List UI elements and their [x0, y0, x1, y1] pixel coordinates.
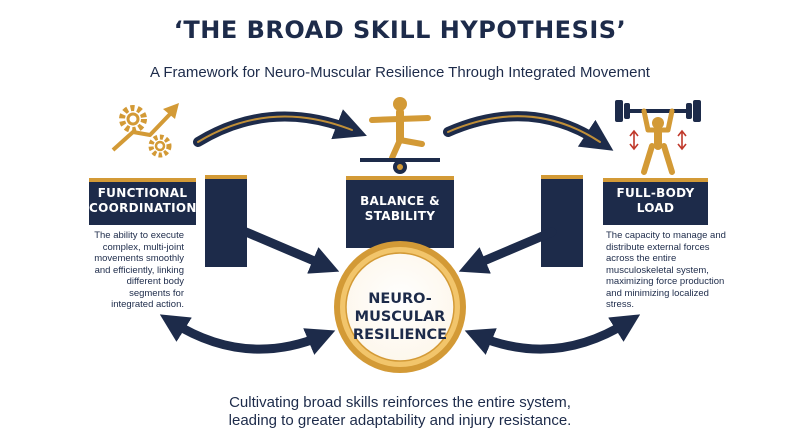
arrow-feedback-right	[464, 314, 641, 355]
footer-line1: Cultivating broad skills reinforces the …	[229, 394, 571, 411]
arrow-feedback-left	[159, 314, 336, 355]
inward-arrows	[241, 227, 557, 274]
footer-text: Cultivating broad skills reinforces the …	[0, 394, 800, 430]
center-label-line2: MUSCULAR	[354, 309, 446, 325]
weightlifter-icon	[615, 100, 701, 175]
right-node-title: FULL-BODY LOAD	[603, 186, 708, 216]
right-node-description: The capacity to manage and distribute ex…	[606, 230, 726, 310]
right-node-title-line1: FULL-BODY	[616, 186, 695, 200]
right-node-title-line2: LOAD	[636, 201, 675, 215]
page-title: ‘THE BROAD SKILL HYPOTHESIS’	[173, 16, 627, 44]
pillar-middle	[346, 176, 454, 248]
footer-line2: leading to greater adaptability and inju…	[228, 412, 572, 429]
left-node-title-line1: FUNCTIONAL	[97, 186, 188, 200]
left-node-description: The ability to execute complex, multi-jo…	[94, 230, 184, 310]
balance-figure-icon	[360, 97, 440, 174]
center-label-line3: RESILIENCE	[352, 327, 448, 343]
pillar-left	[89, 178, 196, 225]
feedback-arrows	[159, 314, 641, 355]
top-flow-arrows	[193, 109, 614, 151]
middle-node-title-line2: STABILITY	[364, 209, 436, 223]
center-label-line1: NEURO-	[368, 291, 432, 307]
gears-trend-icon	[111, 103, 179, 158]
center-ring	[334, 241, 466, 373]
center-label: NEURO- MUSCULAR RESILIENCE	[340, 290, 460, 344]
left-node-title-line2: COORDINATION	[89, 201, 197, 215]
arrow-right-to-center	[458, 227, 557, 274]
middle-node-title-line1: BALANCE &	[360, 194, 440, 208]
arrow-left-to-center	[241, 227, 340, 274]
block-right-inner	[541, 175, 583, 267]
block-left-inner	[205, 175, 247, 267]
page-subtitle: A Framework for Neuro-Muscular Resilienc…	[150, 64, 650, 81]
middle-node-title: BALANCE & STABILITY	[346, 194, 454, 224]
pillar-right	[603, 178, 708, 225]
left-node-title: FUNCTIONAL COORDINATION	[89, 186, 196, 216]
